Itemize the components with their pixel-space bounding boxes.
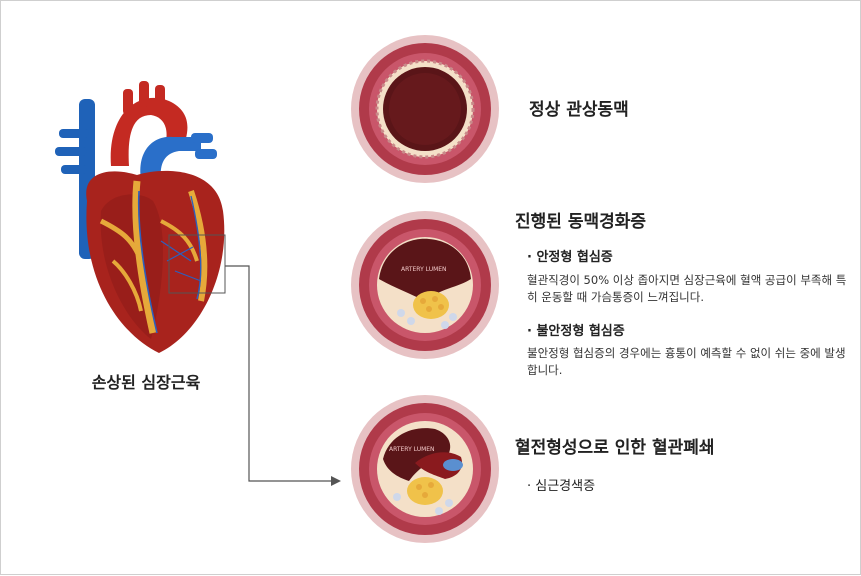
artery-atherosclerosis-title: 진행된 동맥경화증 (515, 212, 647, 232)
damaged-area-marker (168, 234, 226, 294)
artery-normal-cross-section (349, 33, 501, 185)
plaque (413, 291, 449, 319)
artery-thrombosis-cross-section: ARTERY LUMEN (349, 393, 501, 545)
artery-thrombosis-title: 혈전형성으로 인한 혈관폐쇄 (515, 438, 715, 458)
stable-angina-description: 혈관직경이 50% 이상 좁아지면 심장근육에 혈액 공급이 부족해 특히 운동… (527, 273, 847, 304)
unstable-angina-description: 불안정형 협심증의 경우에는 흉통이 예측할 수 없이 쉬는 중에 발생합니다. (527, 346, 846, 377)
pulmonary-artery (140, 136, 201, 181)
thrombus (415, 452, 463, 479)
lumen-label: ARTERY LUMEN (389, 446, 435, 453)
heart-illustration (41, 71, 241, 361)
coronary-fat (132, 180, 157, 334)
stable-angina-heading: · 안정형 협심증 (527, 250, 613, 265)
unstable-angina-heading: · 불안정형 협심증 (527, 324, 625, 339)
heart-caption: 손상된 심장근육 (91, 373, 201, 392)
artery-normal-title: 정상 관상동맥 (529, 100, 629, 120)
pulmonary-veins-left (59, 129, 89, 138)
artery-atherosclerosis-cross-section: ARTERY LUMEN (349, 209, 501, 361)
plaque (407, 477, 443, 505)
lumen-label: ARTERY LUMEN (401, 266, 447, 273)
myocardial-infarction-heading: · 심근경색증 (527, 479, 596, 494)
